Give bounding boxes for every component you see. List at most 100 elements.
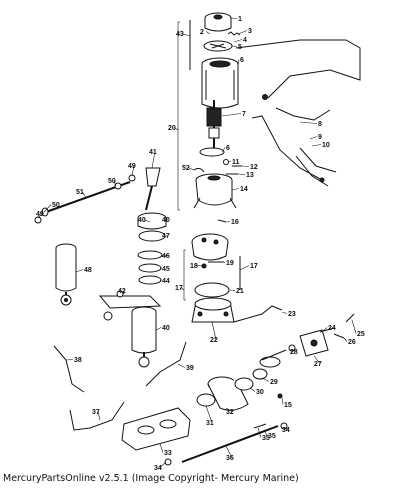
callout-label: 24 <box>328 325 336 332</box>
hose-23 <box>233 305 283 323</box>
callout-leader <box>151 151 156 169</box>
callout-leader <box>75 269 84 273</box>
callout-label: 8 <box>318 121 322 128</box>
callout-leader <box>131 165 135 177</box>
callout-label: 6 <box>226 145 230 152</box>
end-cap-27 <box>299 329 329 357</box>
o-ring-21 <box>194 282 230 298</box>
rod-36 <box>181 425 279 463</box>
brush-plate <box>203 40 233 52</box>
callout-leader <box>187 167 195 171</box>
callout-label: 35 <box>262 435 270 442</box>
callout-label: 43 <box>176 31 184 38</box>
motor-end-head <box>193 173 237 209</box>
callout-label: 19 <box>226 260 234 267</box>
fitting-34-right <box>280 422 288 430</box>
callout-label: 40 <box>162 325 170 332</box>
washer-28 <box>288 344 296 352</box>
callout-leader <box>231 188 240 191</box>
callout-leader <box>281 311 288 314</box>
callout-label: 42 <box>118 288 126 295</box>
callout-leader <box>181 33 191 37</box>
callout-leader <box>221 147 226 153</box>
callout-label: 7 <box>242 111 246 118</box>
callout-leader <box>211 321 217 340</box>
callout-leader <box>225 221 231 223</box>
callout-leader <box>223 261 226 263</box>
callout-label: 45 <box>162 266 170 273</box>
ring-30 <box>234 377 254 391</box>
armature <box>206 100 222 150</box>
callout-label: 6 <box>240 57 244 64</box>
callout-leader <box>65 359 74 361</box>
callout-label: 23 <box>288 311 296 318</box>
callout-label: 34 <box>282 427 290 434</box>
hose-39 <box>145 341 187 387</box>
callout-label: 34 <box>154 465 162 472</box>
callout-leader <box>165 219 169 221</box>
callout-leader <box>205 405 213 423</box>
callout-label: 16 <box>231 219 239 226</box>
callout-label: 41 <box>149 149 157 156</box>
ring-44 <box>138 275 162 285</box>
callout-leader <box>231 45 238 47</box>
callout-label: 27 <box>314 361 322 368</box>
pump-reservoir <box>137 212 167 230</box>
callout-leader <box>229 17 238 19</box>
callout-leader <box>229 289 236 291</box>
lead-terminal <box>262 94 268 100</box>
callout-label: 21 <box>236 288 244 295</box>
callout-leader <box>233 39 243 43</box>
callout-leader <box>180 287 185 291</box>
callout-label: 10 <box>322 142 330 149</box>
callout-label: 2 <box>200 29 204 36</box>
callout-label: 39 <box>186 365 194 372</box>
callout-label: 31 <box>206 420 214 427</box>
callout-label: 14 <box>240 186 248 193</box>
callout-label: 3 <box>248 28 252 35</box>
callout-leader <box>237 30 248 35</box>
callout-label: 17 <box>175 285 183 292</box>
callout-label: 40 <box>162 217 170 224</box>
lead-terminal <box>319 177 325 183</box>
screw-35 <box>253 423 267 429</box>
callout-label: 29 <box>270 379 278 386</box>
callout-label: 36 <box>226 455 234 462</box>
callout-leader <box>237 59 240 67</box>
callout-label: 48 <box>84 267 92 274</box>
callout-leader <box>311 144 322 147</box>
battery-lead <box>295 147 337 187</box>
callout-leader <box>159 279 162 281</box>
screw-26 <box>333 333 345 339</box>
callout-label: 20 <box>168 125 176 132</box>
callout-label: 33 <box>164 450 172 457</box>
callout-leader <box>177 363 186 368</box>
callout-leader <box>159 461 167 468</box>
pump-gear-47 <box>138 230 166 242</box>
callout-leader <box>173 127 179 131</box>
callout-leader <box>313 355 321 364</box>
callout-label: 30 <box>256 389 264 396</box>
callout-leader <box>221 113 242 117</box>
screw-25 <box>345 313 355 323</box>
brush-spring <box>227 31 241 36</box>
callout-label: 28 <box>290 349 298 356</box>
callout-leader <box>281 397 284 405</box>
callout-leader <box>261 377 270 382</box>
callout-leader <box>43 204 52 213</box>
callout-label: 25 <box>357 331 365 338</box>
callout-label: 37 <box>92 409 100 416</box>
tilt-cylinder-48 <box>55 243 77 306</box>
o-ring-6 <box>199 147 225 157</box>
callout-leader <box>299 121 318 124</box>
trim-cylinder <box>98 295 162 368</box>
motor-end-cap <box>204 12 232 32</box>
o-ring-31 <box>196 393 216 407</box>
callout-label: 51 <box>76 189 84 196</box>
callout-leader <box>343 337 348 342</box>
callout-leader <box>205 31 211 35</box>
callout-label: 38 <box>74 357 82 364</box>
piston-rod-assembly <box>259 349 287 368</box>
callout-label: 15 <box>284 402 292 409</box>
